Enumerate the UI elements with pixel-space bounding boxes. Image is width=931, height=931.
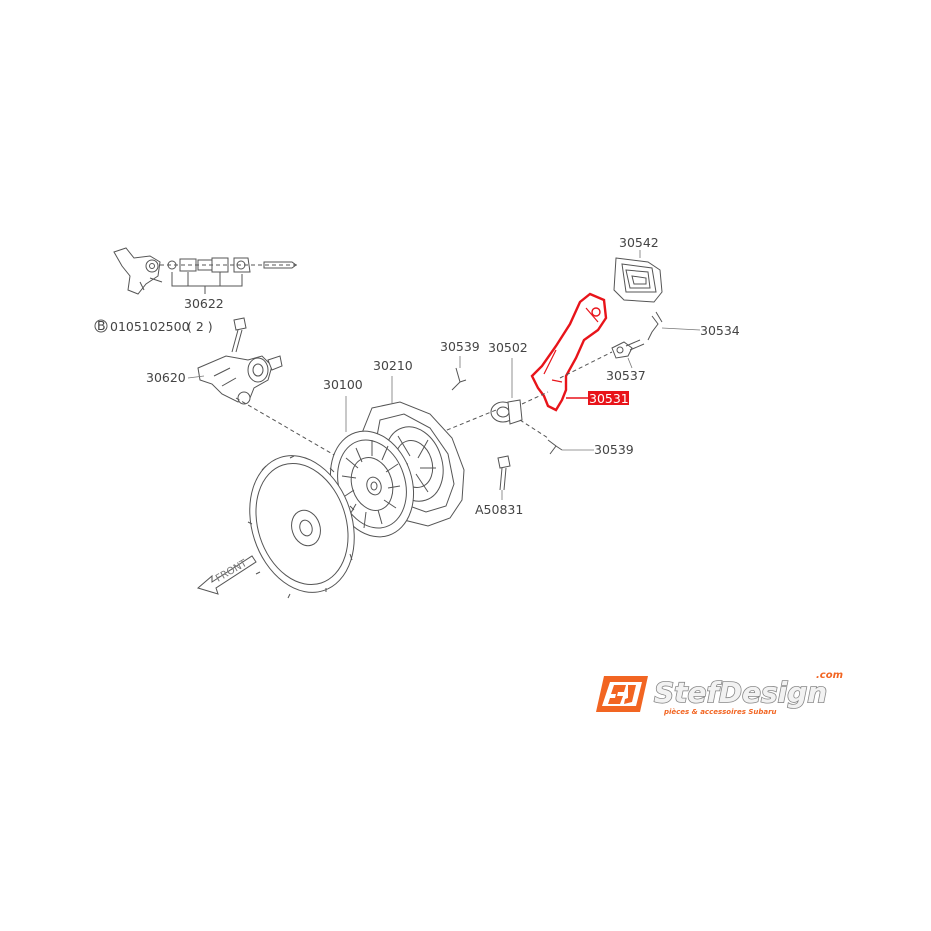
label-30534: 30534: [700, 323, 740, 338]
highlight-label-box: [588, 391, 629, 405]
part-30542-boot: [613, 257, 663, 303]
part-30539-clip-bottom: [547, 439, 594, 455]
label-30620: 30620: [146, 370, 186, 385]
bolt-0105102500: B: [94, 317, 247, 353]
label-a50831: A50831: [475, 502, 523, 517]
front-direction-arrow: FRONT: [196, 555, 257, 595]
label-30542: 30542: [619, 235, 659, 250]
label-30100: 30100: [323, 377, 363, 392]
logo-domain: .com: [816, 670, 843, 681]
part-flywheel: [247, 455, 355, 599]
part-30537-pivot: [611, 339, 645, 369]
label-30622: 30622: [184, 296, 224, 311]
sj-logo-mark: [596, 676, 648, 712]
bolt-marker-b: B: [97, 318, 106, 333]
label-30539-top: 30539: [440, 339, 480, 354]
part-30622-master-cylinder-kit: [113, 247, 300, 295]
part-30531-release-fork: [530, 292, 629, 412]
stefdesign-logo: StefDesign StefDesign .com pièces & acce…: [596, 670, 843, 716]
part-30539-clip-top: [451, 367, 467, 391]
part-30502-release-bearing: [490, 358, 523, 425]
label-0105-qty: ( 2 ): [187, 319, 213, 334]
label-0105102500: 0105102500: [110, 319, 190, 334]
logo-tagline: pièces & accessoires Subaru: [663, 708, 777, 716]
part-30620-slave-cylinder: [197, 355, 283, 405]
part-a50831-bolt: [497, 455, 511, 500]
front-label: FRONT: [214, 558, 250, 585]
logo-brand: StefDesign: [654, 676, 827, 709]
label-30537: 30537: [606, 368, 646, 383]
label-30502: 30502: [488, 340, 528, 355]
label-30531: 30531: [589, 391, 629, 406]
logo-brand-fill: StefDesign: [654, 676, 827, 709]
part-30100-clutch-disc: [329, 396, 415, 538]
label-30539-bottom: 30539: [594, 442, 634, 457]
part-30534-spring: [647, 311, 701, 341]
label-30210: 30210: [373, 358, 413, 373]
